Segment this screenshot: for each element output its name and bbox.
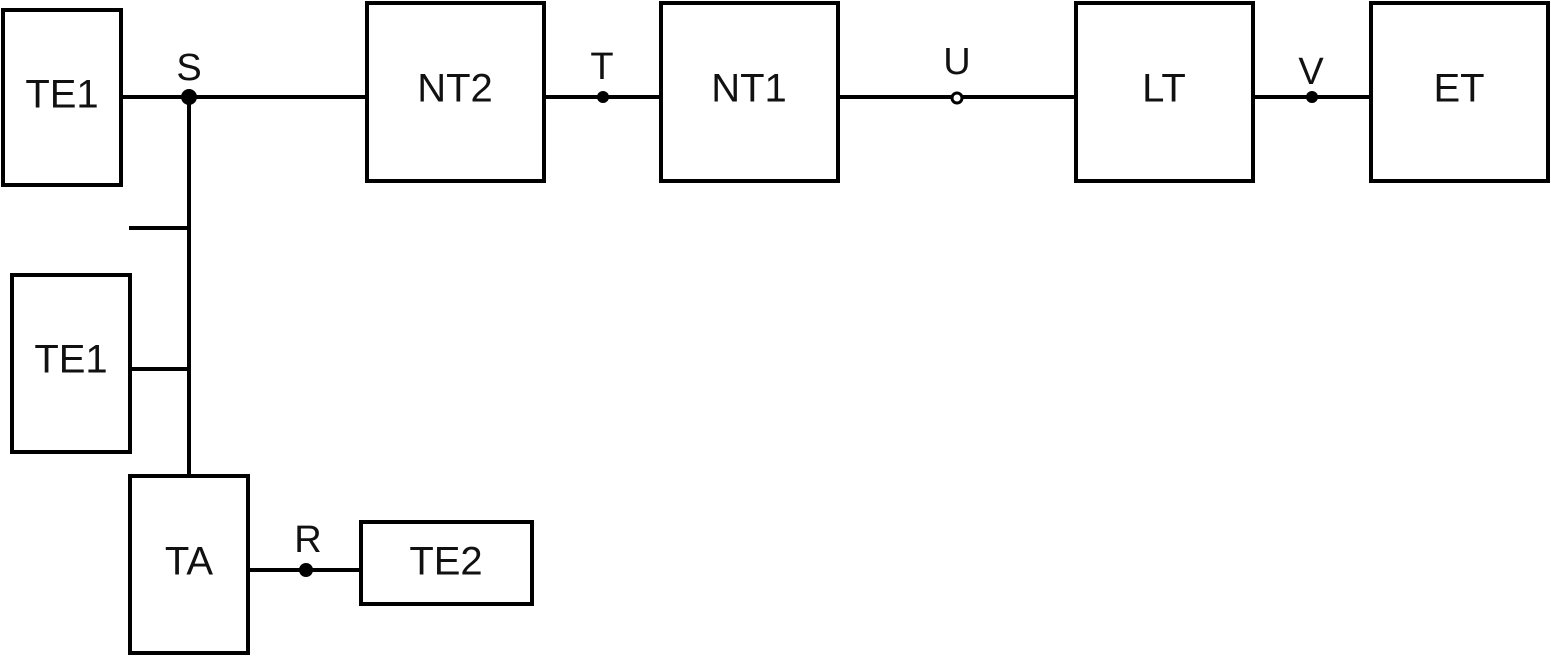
ref-point-s-dot <box>181 89 197 105</box>
ref-point-t-label: T <box>590 46 613 88</box>
block-te1-top-label: TE1 <box>25 73 98 117</box>
block-lt <box>1074 1 1255 183</box>
ref-point-v-label: V <box>1298 51 1324 93</box>
block-lt-label: LT <box>1142 67 1186 111</box>
ref-point-r-dot <box>299 563 313 577</box>
ref-point-s-label: S <box>176 47 201 89</box>
ref-point-r-label: R <box>294 519 321 561</box>
block-te1-top <box>1 8 123 187</box>
block-te2 <box>359 520 534 606</box>
block-ta <box>128 474 250 655</box>
ref-point-v-dot <box>1306 91 1318 103</box>
ref-point-u-label: U <box>943 41 970 83</box>
block-ta-label: TA <box>165 540 213 584</box>
block-nt1 <box>659 1 840 183</box>
block-et-label: ET <box>1433 67 1484 111</box>
ref-point-u-dot <box>950 91 964 105</box>
ref-point-t-dot <box>597 91 609 103</box>
block-te1-side <box>10 273 132 454</box>
block-te2-label: TE2 <box>409 540 482 584</box>
block-nt2-label: NT2 <box>417 67 493 111</box>
block-et <box>1369 1 1550 183</box>
block-nt2 <box>365 1 546 183</box>
block-nt1-label: NT1 <box>711 67 787 111</box>
block-te1-side-label: TE1 <box>34 338 107 382</box>
